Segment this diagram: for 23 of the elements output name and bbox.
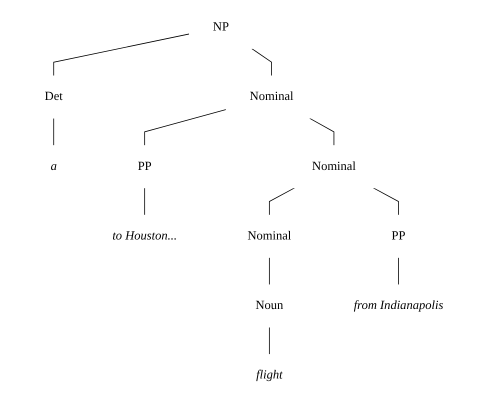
- node-text: Noun: [255, 298, 284, 312]
- connector: [53, 34, 190, 76]
- connector: [251, 48, 272, 76]
- connector: [144, 187, 146, 216]
- connector: [309, 118, 334, 146]
- node-text: to Houston...: [112, 229, 178, 243]
- connector: [268, 257, 270, 286]
- connector: [268, 187, 296, 216]
- node-text: Nominal: [312, 160, 356, 173]
- node-text: a: [50, 160, 57, 173]
- node-text: from Indianapolis: [354, 298, 444, 312]
- node-text: Nominal: [247, 229, 292, 243]
- connector: [372, 187, 399, 216]
- connector: [53, 118, 54, 146]
- node-text: PP: [138, 160, 152, 173]
- node-text: Nominal: [250, 90, 294, 104]
- node-text: PP: [392, 229, 406, 243]
- node-text: Det: [44, 90, 63, 104]
- node-text: flight: [256, 368, 283, 382]
- node-text: NP: [212, 20, 229, 34]
- connector: [268, 326, 270, 355]
- connector: [144, 109, 227, 146]
- connector: [398, 257, 399, 286]
